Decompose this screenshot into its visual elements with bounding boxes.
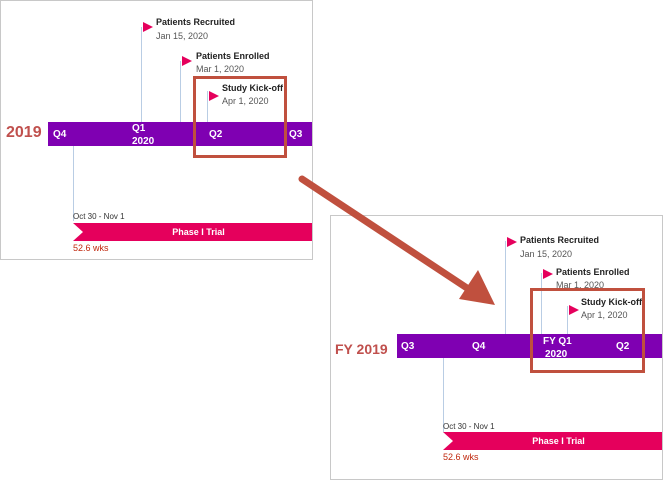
milestone-line	[207, 91, 208, 122]
year-label: 2019	[6, 124, 42, 141]
quarter-label: FY Q1	[543, 336, 572, 347]
task-bar-notch	[443, 432, 453, 450]
highlight-box-before	[193, 76, 287, 158]
milestone-line	[505, 241, 506, 334]
task-duration: 52.6 wks	[443, 452, 479, 462]
milestone-line	[180, 61, 181, 122]
quarter-label: Q4	[472, 341, 486, 352]
milestone-title: Patients Recruited	[156, 17, 236, 27]
task-bar-notch	[73, 223, 83, 241]
milestone-date: Jan 15, 2020	[520, 249, 573, 259]
task-name: Phase I Trial	[532, 436, 585, 446]
flag-icon	[143, 22, 153, 32]
task-date-range: Oct 30 - Nov 1	[73, 212, 125, 221]
highlight-box-after	[530, 288, 645, 373]
timescale-band	[397, 334, 662, 358]
flag-icon	[507, 237, 517, 247]
milestone-date: Jan 15, 2020	[156, 31, 209, 41]
milestone-title: Patients Recruited	[520, 235, 600, 245]
milestone-title: Patients Enrolled	[556, 267, 630, 277]
flag-icon	[209, 91, 219, 101]
quarter-label: Q3	[401, 341, 415, 352]
year-sub-label: 2020	[132, 136, 155, 147]
timescale-band	[48, 122, 312, 146]
milestone-title: Study Kick-off	[222, 83, 284, 93]
timeline-before-panel: Patients Recruited Jan 15, 2020 Patients…	[0, 0, 313, 260]
milestone-title: Study Kick-off	[581, 297, 643, 307]
milestone-line	[567, 306, 568, 334]
task-date-range: Oct 30 - Nov 1	[443, 422, 495, 431]
flag-icon	[543, 269, 553, 279]
quarter-label: Q1	[132, 123, 146, 134]
milestone-line	[141, 27, 142, 122]
flag-icon	[569, 305, 579, 315]
quarter-label: Q2	[616, 341, 630, 352]
milestone-date: Mar 1, 2020	[556, 280, 605, 290]
milestone-date: Mar 1, 2020	[196, 64, 245, 74]
task-start-line	[73, 146, 74, 221]
task-name: Phase I Trial	[172, 227, 225, 237]
year-sub-label: 2020	[545, 349, 568, 360]
task-duration: 52.6 wks	[73, 243, 109, 253]
task-bar[interactable]	[443, 432, 662, 450]
milestone-title: Patients Enrolled	[196, 51, 270, 61]
flag-icon	[182, 56, 192, 66]
task-bar[interactable]	[73, 223, 312, 241]
year-label: FY 2019	[335, 341, 388, 357]
milestone-date: Apr 1, 2020	[222, 96, 269, 106]
quarter-label: Q2	[209, 129, 223, 140]
milestone-line	[541, 273, 542, 334]
task-start-line	[443, 358, 444, 433]
milestone-date: Apr 1, 2020	[581, 310, 628, 320]
quarter-label: Q3	[289, 129, 303, 140]
quarter-label: Q4	[53, 129, 67, 140]
